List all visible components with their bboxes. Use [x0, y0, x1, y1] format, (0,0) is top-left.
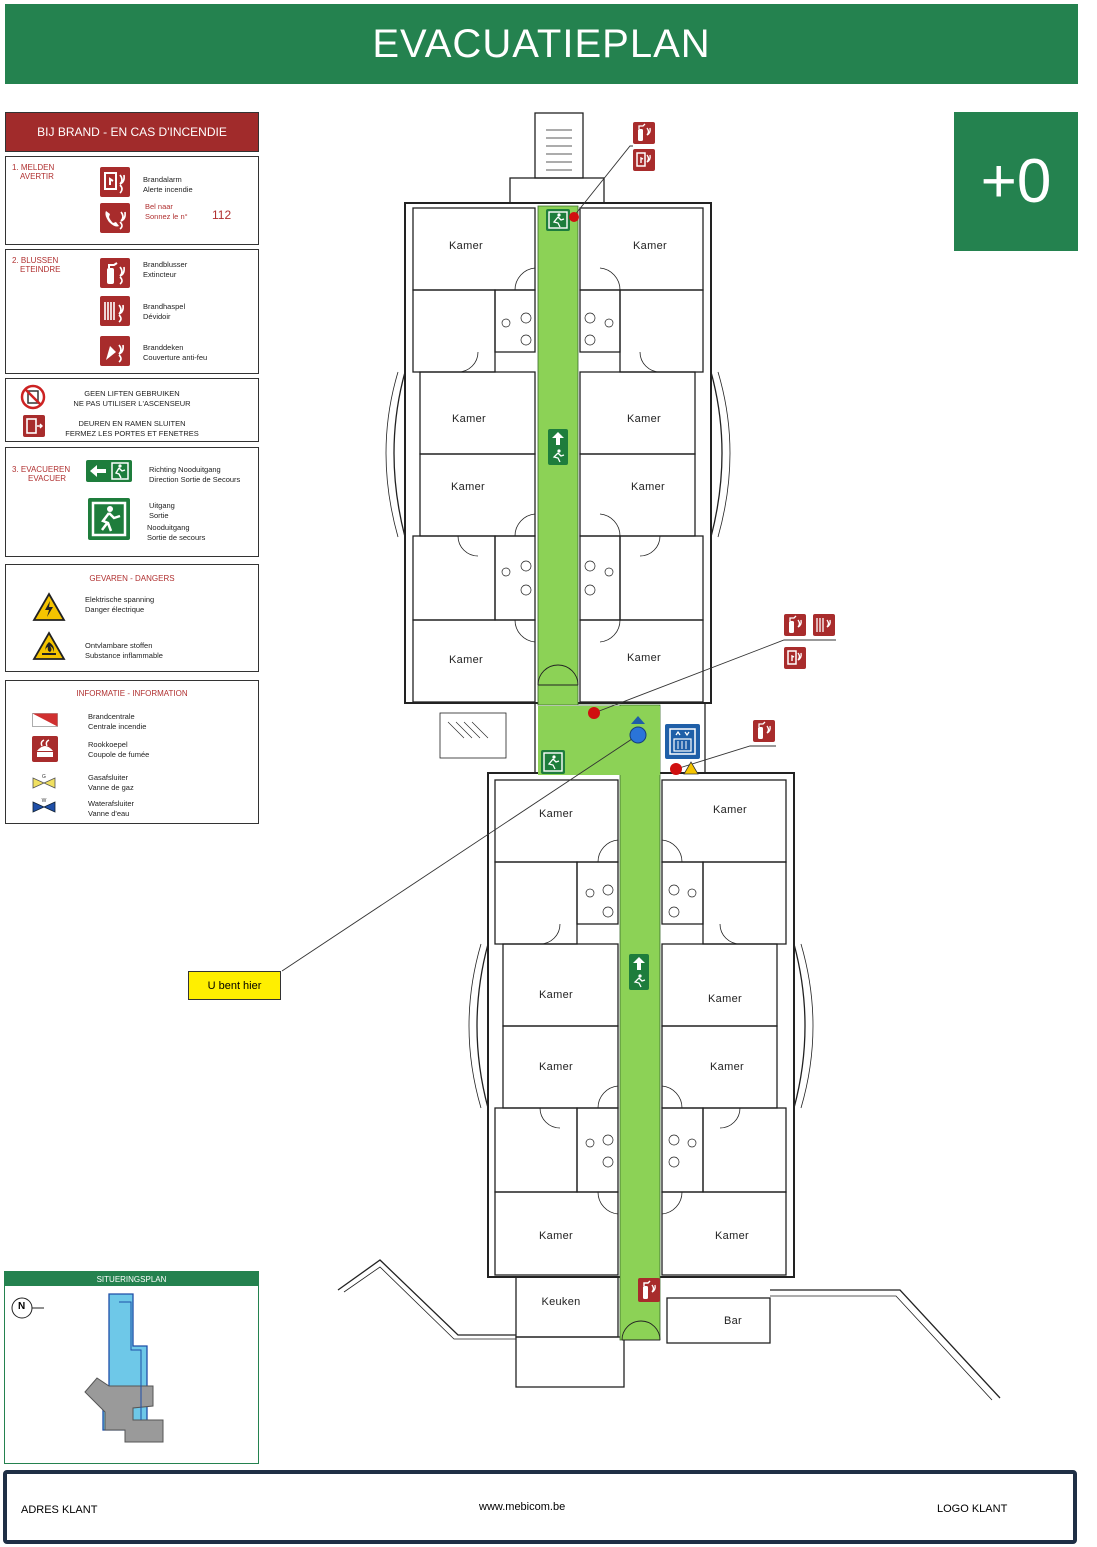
fire-extinguisher-icon [633, 122, 655, 144]
fire-hose-icon [813, 614, 835, 636]
room-label: Kamer [708, 993, 742, 1005]
svg-text:W: W [42, 798, 47, 804]
electric-danger-icon [32, 592, 66, 627]
electric-warning-marker [683, 761, 699, 775]
water-valve-icon: W [32, 797, 56, 818]
north-label: N [18, 1301, 26, 1312]
smoke-vent-icon [32, 736, 58, 762]
fire-banner: BIJ BRAND - EN CAS D'INCENDIE [5, 112, 259, 152]
elevator-icon [665, 724, 700, 759]
exit-sign-icon [541, 750, 565, 774]
room-label: Kamer [713, 804, 747, 816]
plan-markers [281, 145, 836, 972]
you-are-here-arrow [631, 716, 645, 724]
fire-extinguisher-icon [753, 720, 775, 742]
room-label: Kamer [627, 652, 661, 664]
dangers-title: GEVAREN - DANGERS [89, 574, 175, 583]
exit-sign-icon [546, 209, 570, 231]
no-lift-icon [20, 384, 46, 410]
emergency-number: 112 [212, 208, 232, 222]
page-title: EVACUATIEPLAN [5, 4, 1078, 84]
svg-text:G: G [42, 774, 46, 780]
room-label: Kamer [715, 1230, 749, 1242]
fire-phone-icon [100, 203, 130, 233]
fire-alarm-icon [633, 149, 655, 171]
emergency-exit-icon [88, 498, 130, 540]
fire-alarm-icon [784, 647, 806, 669]
room-label: Kamer [627, 413, 661, 425]
floor-badge: +0 [954, 112, 1078, 251]
you-are-here-marker [629, 726, 647, 744]
bar-label: Bar [723, 1315, 743, 1327]
footer: ADRES KLANT www.mebicom.be LOGO KLANT [3, 1470, 1077, 1544]
fire-extinguisher-icon [784, 614, 806, 636]
room-label: Kamer [539, 1061, 573, 1073]
site-plan-panel: SITUERINGSPLAN N [4, 1271, 259, 1464]
north-arrow-icon [11, 1297, 44, 1319]
kitchen-label: Keuken [541, 1296, 581, 1308]
fire-alarm-icon [100, 167, 130, 197]
flammable-danger-icon [32, 631, 66, 666]
room-label: Kamer [539, 1230, 573, 1242]
alarm-marker [670, 763, 682, 775]
you-are-here-label: U bent hier [188, 971, 281, 1000]
website-link[interactable]: www.mebicom.be [479, 1501, 566, 1513]
room-label: Kamer [452, 413, 486, 425]
fire-blanket-icon [100, 336, 130, 366]
close-door-icon [23, 415, 45, 437]
alarm-marker [588, 707, 600, 719]
room-label: Kamer [539, 808, 573, 820]
exit-route-arrow-icon [548, 429, 568, 465]
fire-extinguisher-icon [100, 258, 130, 288]
room-label: Kamer [710, 1061, 744, 1073]
room-label: Kamer [451, 481, 485, 493]
room-label: Kamer [449, 240, 483, 252]
room-label: Kamer [449, 654, 483, 666]
site-plan-title: SITUERINGSPLAN [5, 1272, 258, 1286]
client-logo: LOGO KLANT [937, 1503, 1008, 1515]
client-address: ADRES KLANT [21, 1504, 98, 1516]
site-map [84, 1293, 164, 1443]
room-label: Kamer [539, 989, 573, 1001]
floor-plan [337, 112, 1001, 1401]
exit-direction-icon [86, 460, 132, 482]
alarm-marker [569, 212, 579, 222]
fire-extinguisher-icon [638, 1278, 660, 1302]
fire-central-icon [32, 713, 58, 732]
room-label: Kamer [631, 481, 665, 493]
fire-hose-icon [100, 296, 130, 326]
gas-valve-icon: G [32, 773, 56, 794]
room-label: Kamer [633, 240, 667, 252]
exit-route-arrow-icon [629, 954, 649, 990]
info-title: INFORMATIE - INFORMATION [76, 689, 188, 698]
